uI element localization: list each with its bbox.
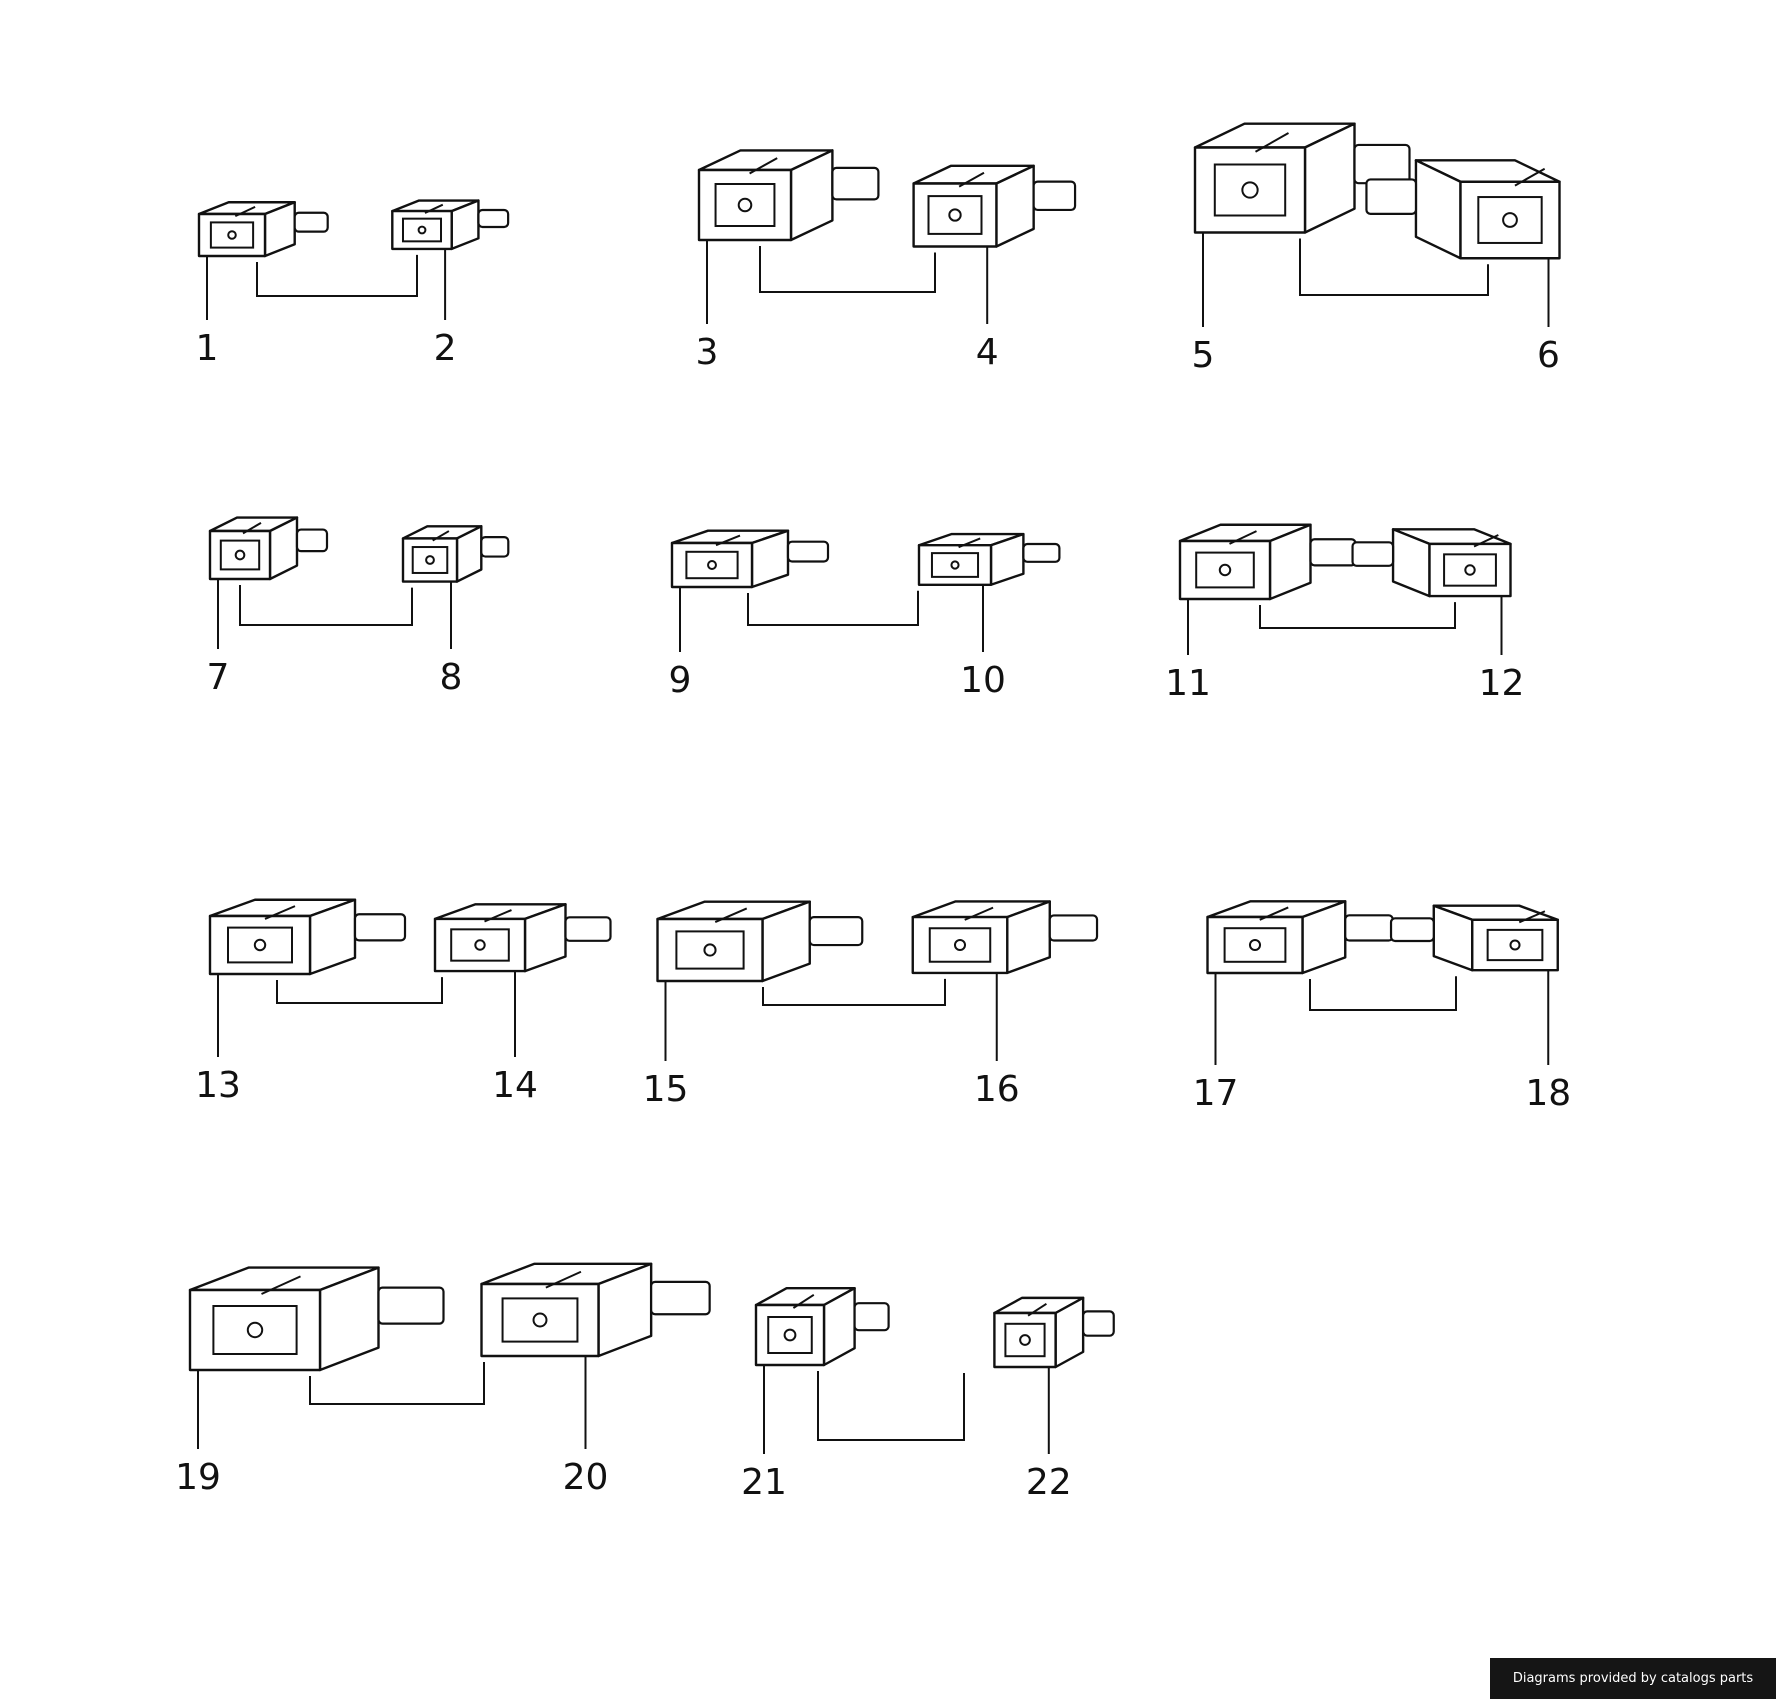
connector-housing-part-19 <box>188 1266 445 1372</box>
part-number-label: 20 <box>563 1457 609 1498</box>
connector-housing-part-8 <box>401 525 510 583</box>
connector-housing-part-6 <box>1365 159 1561 260</box>
part-number-label: 5 <box>1192 335 1215 376</box>
connector-housing-part-18 <box>1389 904 1559 972</box>
pair-bracket-line <box>817 1371 965 1441</box>
part-number-label: 13 <box>195 1065 241 1106</box>
part-number-label: 17 <box>1193 1073 1239 1114</box>
connector-housing-part-9 <box>670 529 830 589</box>
connector-housing-part-14 <box>433 903 612 973</box>
part-number-label: 3 <box>696 332 719 373</box>
part-number-label: 16 <box>974 1069 1020 1110</box>
pair-bracket-line <box>747 590 919 626</box>
part-number-label: 4 <box>976 332 999 373</box>
connector-housing-part-17 <box>1206 900 1394 975</box>
connector-housing-part-12 <box>1351 528 1512 598</box>
part-number-label: 7 <box>207 657 230 698</box>
connector-housing-part-11 <box>1178 523 1357 601</box>
part-number-label: 2 <box>434 328 457 369</box>
part-number-label: 21 <box>741 1462 787 1503</box>
connector-housing-part-21 <box>754 1287 890 1367</box>
connector-housing-part-3 <box>697 149 880 242</box>
pair-bracket-line <box>1259 602 1456 629</box>
connector-housing-part-5 <box>1193 122 1411 234</box>
part-number-label: 8 <box>440 657 463 698</box>
connector-housing-part-7 <box>208 516 329 581</box>
connector-housing-part-13 <box>208 898 407 976</box>
pair-bracket-line <box>309 1362 485 1405</box>
part-number-label: 1 <box>196 328 219 369</box>
connector-housing-part-4 <box>912 164 1077 248</box>
part-number-label: 15 <box>643 1069 689 1110</box>
connector-housing-part-20 <box>480 1262 711 1358</box>
part-number-label: 14 <box>492 1065 538 1106</box>
part-number-label: 9 <box>669 660 692 701</box>
pair-bracket-line <box>759 246 936 293</box>
pair-bracket-line <box>276 977 443 1004</box>
part-number-label: 18 <box>1525 1073 1571 1114</box>
pair-bracket-line <box>1299 238 1489 296</box>
pair-bracket-line <box>239 585 413 626</box>
part-number-label: 11 <box>1165 663 1211 704</box>
part-number-label: 12 <box>1479 663 1525 704</box>
connector-housing-part-2 <box>391 199 510 251</box>
connector-housing-part-16 <box>911 900 1099 975</box>
pair-bracket-line <box>1309 976 1457 1011</box>
connector-housing-part-1 <box>197 201 329 258</box>
connector-housing-part-15 <box>656 900 864 983</box>
part-number-label: 22 <box>1026 1462 1072 1503</box>
pair-bracket-line <box>256 254 418 297</box>
pair-bracket-line <box>762 978 946 1006</box>
connector-housing-part-10 <box>917 532 1061 587</box>
part-number-label: 6 <box>1537 335 1560 376</box>
connector-housing-part-22 <box>993 1296 1115 1369</box>
part-number-label: 10 <box>960 660 1006 701</box>
part-number-label: 19 <box>175 1457 221 1498</box>
credit-banner: Diagrams provided by catalogs parts <box>1490 1658 1776 1699</box>
